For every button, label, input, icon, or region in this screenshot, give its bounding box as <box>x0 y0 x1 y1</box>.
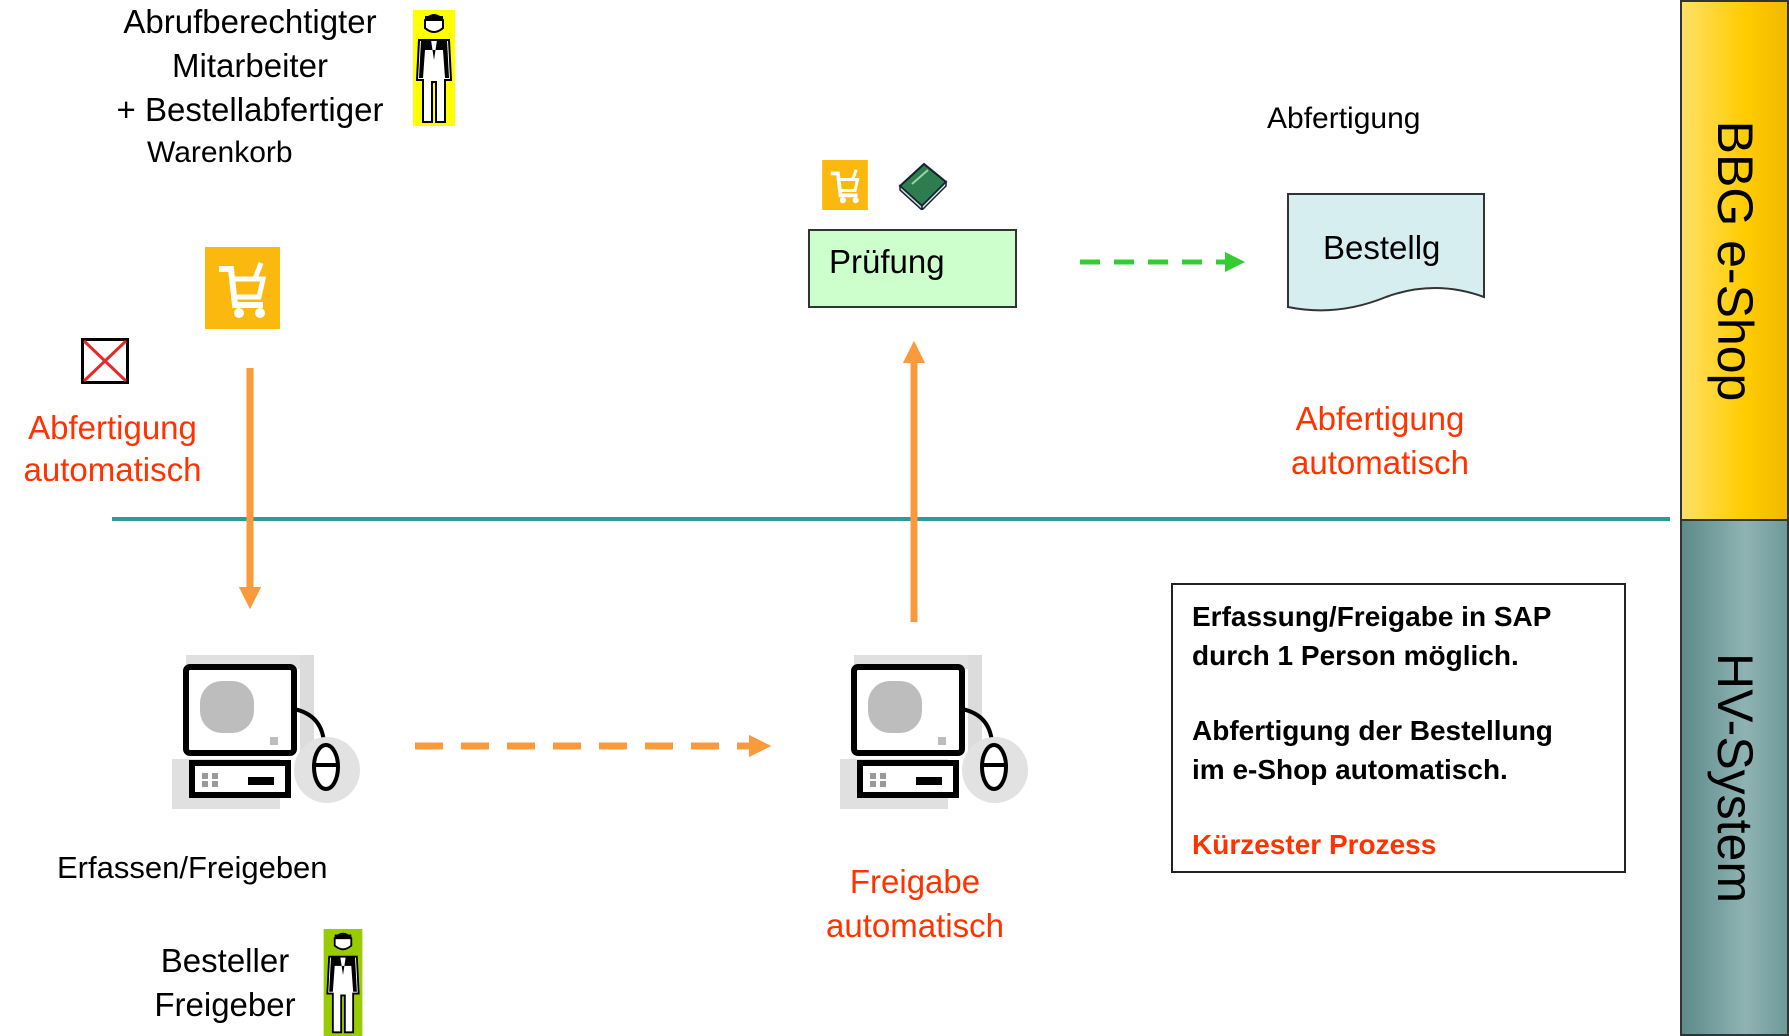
computer-label: Erfassen/Freigeben <box>57 850 328 885</box>
cart-icon <box>822 160 868 210</box>
auto-line-2: automatisch <box>23 451 202 488</box>
role-abrufberechtigter: Abrufberechtigter Mitarbeiter + Bestella… <box>85 0 415 132</box>
role-line-1: Besteller <box>160 942 290 979</box>
book-icon <box>898 162 948 210</box>
document-icon <box>1287 193 1485 312</box>
auto-label-right: Abfertigung automatisch <box>1265 397 1495 485</box>
note-line-2: durch 1 Person möglich. <box>1192 640 1519 671</box>
auto-line-1: Freigabe <box>849 863 981 900</box>
note-highlight: Kürzester Prozess <box>1192 829 1437 860</box>
role-besteller: Besteller Freigeber <box>140 939 310 1027</box>
auto-line-2: automatisch <box>1291 444 1469 481</box>
cart-icon <box>205 247 280 329</box>
band-hv-system: HV-System <box>1680 519 1789 1036</box>
role-line-1: Abrufberechtigter <box>123 3 377 40</box>
document-label: Bestellg <box>1323 229 1441 266</box>
auto-line-1: Abfertigung <box>1295 400 1465 437</box>
note-line-1: Erfassung/Freigabe in SAP <box>1192 601 1552 632</box>
band-label-eshop: BBG e-Shop <box>1706 120 1763 401</box>
note-line-4: im e-Shop automatisch. <box>1192 754 1508 785</box>
band-bbg-eshop: BBG e-Shop <box>1680 0 1789 521</box>
auto-label-left: Abfertigung automatisch <box>5 407 220 491</box>
role-line-2: Freigeber <box>154 986 296 1023</box>
person-icon <box>323 929 363 1036</box>
auto-label-center: Freigabe automatisch <box>800 860 1030 948</box>
computer-icon <box>172 655 360 809</box>
auto-line-2: automatisch <box>826 907 1004 944</box>
auto-line-1: Abfertigung <box>28 409 197 446</box>
role-line-2: Mitarbeiter <box>172 47 328 84</box>
checkbox-x-icon <box>81 338 129 384</box>
abfertigung-title: Abfertigung <box>1267 102 1421 135</box>
check-box-label: Prüfung <box>829 243 945 280</box>
computer-icon <box>840 655 1028 809</box>
role-line-3: + Bestellabfertiger <box>116 91 384 128</box>
person-icon <box>413 10 455 126</box>
info-note: Erfassung/Freigabe in SAP durch 1 Person… <box>1171 583 1626 873</box>
band-label-hv: HV-System <box>1706 652 1763 903</box>
cart-label: Warenkorb <box>147 136 293 169</box>
note-line-3: Abfertigung der Bestellung <box>1192 715 1553 746</box>
check-box: Prüfung <box>808 229 1017 308</box>
